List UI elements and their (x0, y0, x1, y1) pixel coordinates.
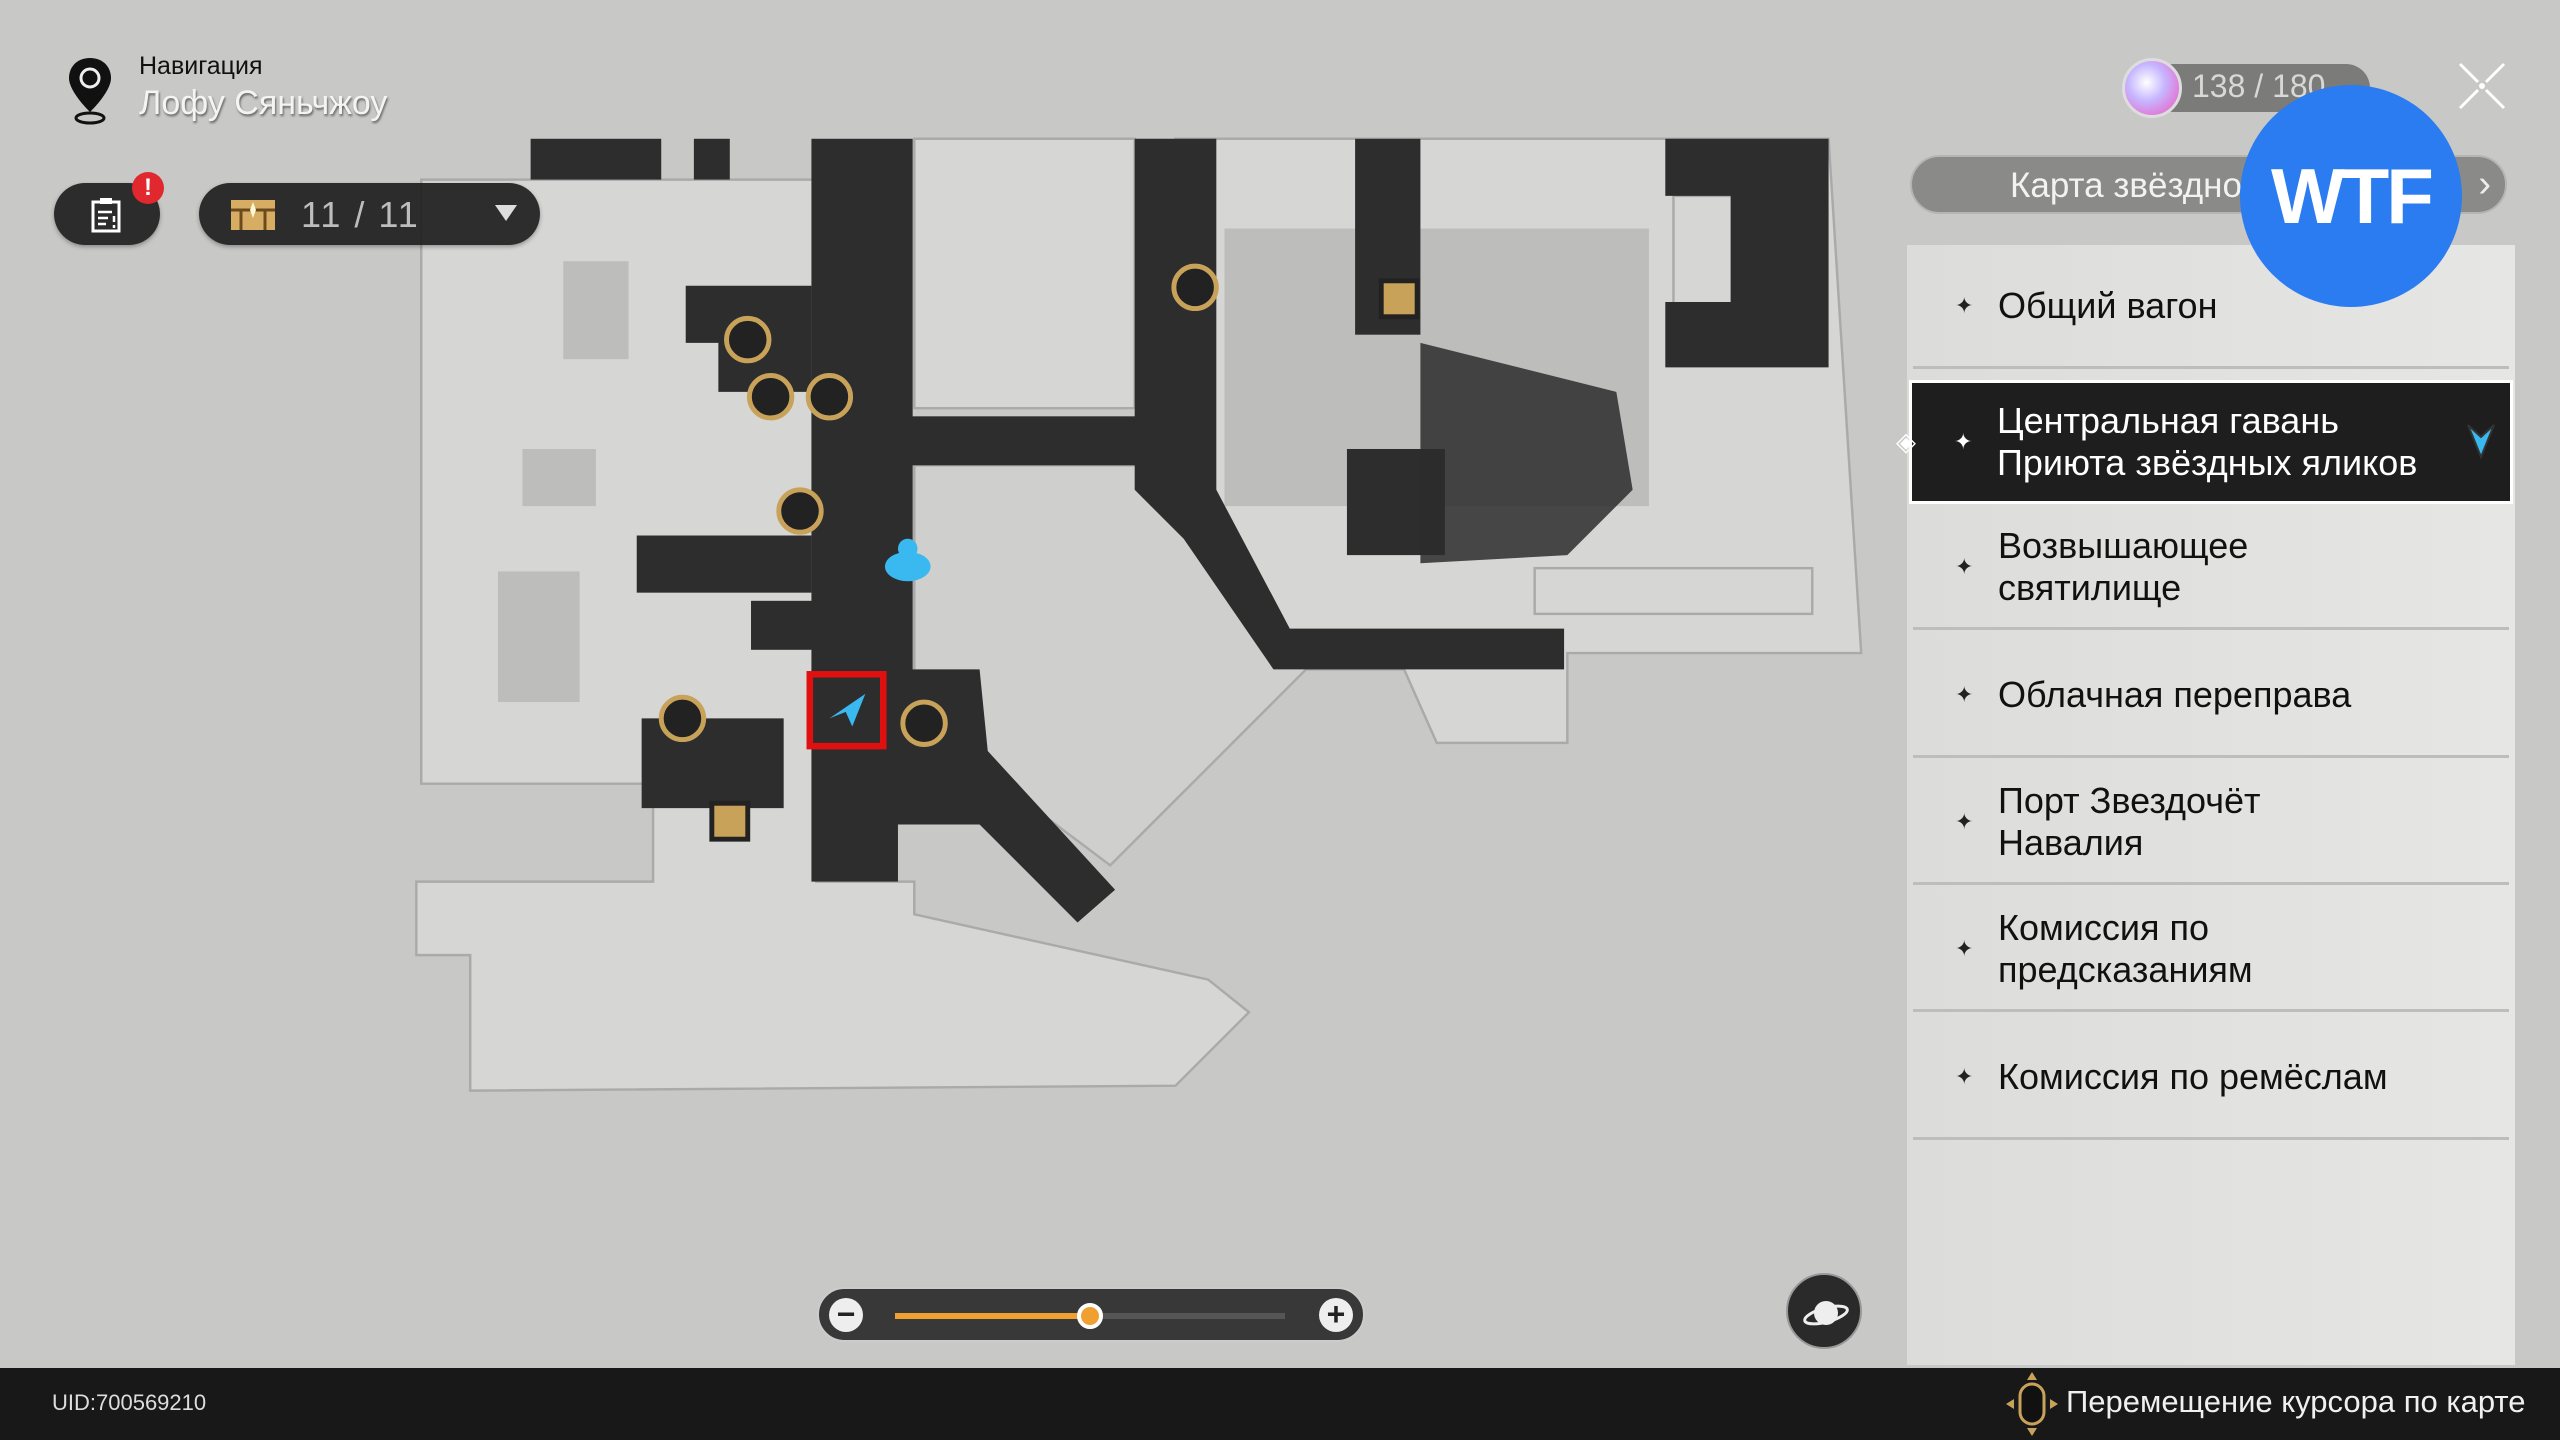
control-hint: Перемещение курсора по карте (2066, 1384, 2526, 1419)
user-id: UID:700569210 (52, 1390, 207, 1415)
area-label: Комиссия по предсказаниям (1998, 906, 2253, 990)
sparkle-icon: ✦ (1955, 808, 1974, 834)
shop-marker-icon (805, 373, 854, 421)
map-markers[interactable] (658, 263, 1420, 842)
trailblaze-power-icon (2122, 58, 2182, 118)
navigation-title: Навигация (139, 52, 263, 80)
area-label: Общий вагон (1998, 284, 2218, 326)
shop-marker-icon (724, 315, 772, 364)
selected-marker-icon: ◈ (1896, 426, 1916, 457)
sparkle-icon: ✦ (1955, 935, 1974, 961)
current-location-arrow-icon (2467, 424, 2495, 459)
footer-bar: UID:700569210 Перемещение курсора по кар… (0, 1368, 2560, 1440)
zoom-control: − + (817, 1287, 1365, 1342)
map-buildings (415, 137, 1863, 1092)
area-list: ✦ Общий вагон ◈ ✦ Центральная гавань Приюта… (1896, 245, 2515, 1365)
current-region-name: Лофу Сяньчжоу (139, 84, 388, 122)
planet-view-button[interactable] (1786, 1273, 1862, 1349)
area-label: Комиссия по ремёслам (1998, 1055, 2388, 1097)
area-label: Облачная переправа (1998, 673, 2352, 715)
shop-marker-icon (746, 373, 795, 421)
teleport-anchor-icon (884, 538, 931, 582)
shop-marker-icon (658, 694, 707, 743)
shop-marker-icon (900, 699, 948, 747)
wtf-overlay-badge: WTF (2240, 85, 2462, 307)
area-item-stargazer-navalia[interactable]: ✦ Порт Звездочёт Навалия (1913, 761, 2509, 885)
area-item-artisanship-commission[interactable]: ✦ Комиссия по ремёслам (1913, 1016, 2509, 1140)
chest-count: 11 / 11 (301, 194, 420, 235)
planet-icon (1803, 1301, 1849, 1326)
area-item-central-starskiff-haven[interactable]: ◈ ✦ Центральная гавань Приюта звёздных яли… (1896, 380, 2513, 504)
area-label: Центральная гавань Приюта звёздных ялико… (1997, 400, 2418, 483)
zoom-slider-fill (895, 1313, 1090, 1319)
area-item-exalting-sanctum[interactable]: ✦ Возвышающее святилище (1913, 506, 2509, 630)
player-position-icon (806, 671, 887, 750)
chevron-down-icon (495, 205, 517, 221)
shop-marker-icon (1171, 263, 1219, 312)
sparkle-icon: ✦ (1954, 429, 1973, 454)
exit-marker-icon (1378, 278, 1420, 320)
location-pin-icon (69, 58, 111, 125)
mouse-move-icon (2006, 1372, 2058, 1436)
close-icon[interactable] (2456, 60, 2508, 112)
sparkle-icon: ✦ (1955, 292, 1974, 318)
chest-counter-dropdown[interactable]: 11 / 11 (199, 183, 540, 245)
area-label: Порт Звездочёт Навалия (1998, 779, 2261, 863)
area-item-cloudford[interactable]: ✦ Облачная переправа (1913, 634, 2509, 758)
zoom-slider[interactable] (895, 1303, 1285, 1329)
sparkle-icon: ✦ (1955, 681, 1974, 707)
area-label: Возвышающее святилище (1998, 524, 2249, 608)
exit-marker-icon (709, 800, 751, 842)
quest-marker-icon (776, 487, 824, 535)
zoom-out-button[interactable]: − (829, 1298, 863, 1332)
zoom-slider-thumb[interactable] (1077, 1303, 1103, 1329)
treasure-chest-icon (231, 200, 275, 230)
zoom-in-button[interactable]: + (1319, 1298, 1353, 1332)
star-rail-map-label: Карта звёздно (2010, 166, 2242, 205)
area-item-divination-commission[interactable]: ✦ Комиссия по предсказаниям (1913, 888, 2509, 1012)
area-item-general-carriage[interactable]: ✦ Общий вагон (1913, 245, 2509, 369)
chevron-right-icon: › (2478, 163, 2491, 205)
alert-badge: ! (132, 172, 164, 204)
sparkle-icon: ✦ (1955, 553, 1974, 579)
sparkle-icon: ✦ (1955, 1063, 1974, 1089)
clipboard-icon (91, 198, 121, 233)
